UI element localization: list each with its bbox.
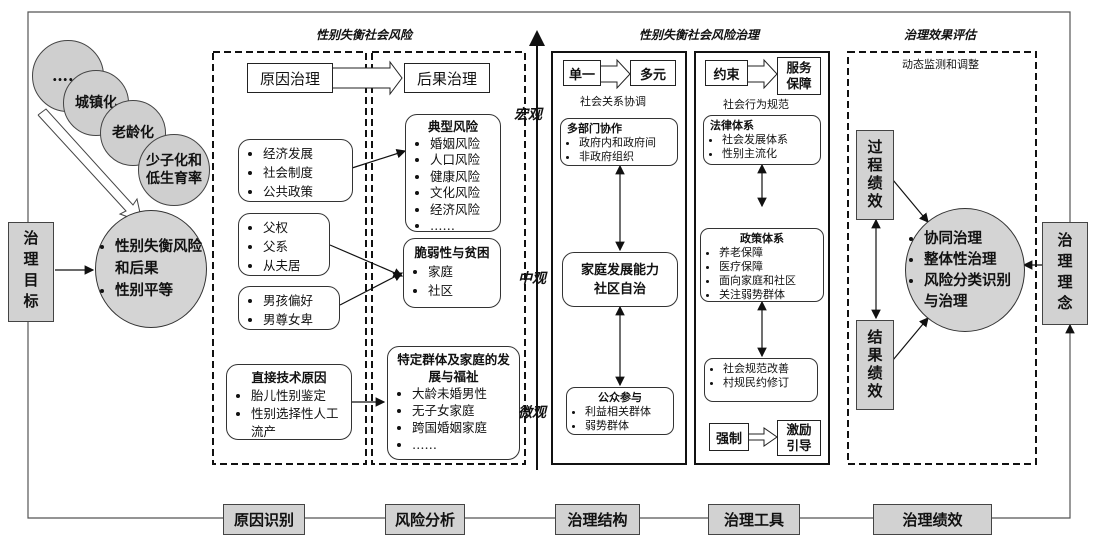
typical-risk-title: 典型风险 — [427, 119, 478, 134]
public-participation-title: 公众参与 — [598, 391, 642, 404]
specific-group-box: 特定群体及家庭的发展与福祉 大龄未婚男性 无子女家庭 跨国婚姻家庭 …… — [387, 346, 520, 460]
public-item: 利益相关群体 — [585, 405, 667, 419]
policy-system-title: 政策体系 — [740, 232, 784, 245]
vulnerability-item: 家庭 — [428, 262, 492, 281]
service-box: 服务保障 — [777, 57, 821, 95]
result-performance-label: 结果绩效 — [865, 329, 884, 401]
group-item: 无子女家庭 — [412, 402, 511, 419]
governance-goal-label: 治理目标 — [21, 230, 40, 314]
risk-item: 人口风险 — [430, 152, 492, 169]
goal-circle: 性别失衡风险和后果 性别平等 — [95, 210, 207, 328]
specific-group-title: 特定群体及家庭的发展与福祉 — [397, 352, 510, 384]
group-item: …… — [412, 436, 511, 453]
multi-box: 多元 — [630, 60, 676, 86]
stage-governance-performance: 治理绩效 — [873, 504, 992, 535]
policy-item: 面向家庭和社区 — [719, 274, 817, 288]
constraint-box: 约束 — [705, 60, 748, 86]
law-system-box: 法律体系 社会发展体系 性别主流化 — [703, 115, 821, 165]
principle-item: 整体性治理 — [924, 249, 1024, 270]
risk-title: 性别失衡社会风险 — [316, 28, 413, 42]
group-item: 跨国婚姻家庭 — [412, 419, 511, 436]
cause-group-preference: 男孩偏好 男尊女卑 — [238, 286, 340, 330]
cause-group-patriarchy: 父权 父系 从夫居 — [238, 213, 330, 276]
governance-concept-label: 治理理念 — [1055, 231, 1074, 316]
risk-item: …… — [430, 218, 492, 235]
risk-item: 经济风险 — [430, 202, 492, 219]
vulnerability-box: 脆弱性与贫困 家庭 社区 — [403, 238, 501, 308]
principle-item: 协同治理 — [924, 228, 1024, 249]
multi-department-title: 多部门协作 — [567, 122, 622, 135]
vulnerability-item: 社区 — [428, 281, 492, 300]
level-macro: 宏观 — [514, 107, 542, 123]
typical-risk-box: 典型风险 婚姻风险 人口风险 健康风险 文化风险 经济风险 …… — [405, 114, 501, 235]
cause-item: 从夫居 — [263, 256, 321, 275]
goal-item-1: 性别失衡风险和后果 — [115, 236, 205, 280]
cause-item: 胎儿性别鉴定 — [251, 387, 343, 405]
force-box: 强制 — [709, 423, 749, 451]
structure-caption: 社会关系协调 — [580, 95, 646, 108]
goal-item-2: 性别平等 — [115, 280, 205, 302]
group-item: 大龄未婚男性 — [412, 385, 511, 402]
evaluation-title: 治理效果评估 — [904, 28, 977, 42]
multi-department-box: 多部门协作 政府内和政府间 非政府组织 — [560, 118, 678, 166]
governance-goal-box: 治理目标 — [8, 222, 54, 322]
family-community-box: 家庭发展能力社区自治 — [562, 252, 678, 307]
law-item: 社会发展体系 — [722, 133, 814, 147]
cause-governance-header: 原因治理 — [247, 63, 333, 93]
cause-item: 经济发展 — [263, 144, 344, 163]
principle-item: 风险分类识别与治理 — [924, 270, 1024, 312]
governance-title: 性别失衡社会风险治理 — [639, 28, 760, 42]
cause-item: 男孩偏好 — [263, 291, 331, 310]
cause-item: 男尊女卑 — [263, 310, 331, 329]
consequence-governance-header: 后果治理 — [404, 63, 490, 93]
cause-item: 公共政策 — [263, 182, 344, 201]
process-performance-label: 过程绩效 — [865, 139, 884, 211]
cause-item: 父权 — [263, 218, 321, 237]
risk-item: 健康风险 — [430, 169, 492, 186]
level-meso: 中观 — [518, 271, 546, 287]
circle-low-birth: 少子化和低生育率 — [138, 134, 210, 206]
stage-governance-tools: 治理工具 — [708, 504, 800, 535]
dept-item: 政府内和政府间 — [579, 136, 671, 150]
evaluation-caption: 动态监测和调整 — [902, 58, 979, 71]
cause-item: 性别选择性人工流产 — [251, 405, 343, 441]
result-performance-box: 结果绩效 — [856, 320, 894, 410]
tools-caption: 社会行为规范 — [723, 98, 789, 111]
norm-item: 社会规范改善 — [723, 362, 811, 376]
governance-principles-circle: 协同治理 整体性治理 风险分类识别与治理 — [905, 208, 1025, 332]
risk-item: 婚姻风险 — [430, 136, 492, 153]
governance-concept-box: 治理理念 — [1042, 222, 1088, 325]
single-box: 单一 — [563, 60, 601, 86]
incentive-box: 激励引导 — [777, 420, 821, 456]
stage-risk-analysis: 风险分析 — [385, 504, 465, 535]
law-item: 性别主流化 — [722, 147, 814, 161]
stage-governance-structure: 治理结构 — [555, 504, 640, 535]
risk-item: 文化风险 — [430, 185, 492, 202]
public-item: 弱势群体 — [585, 419, 667, 433]
law-system-title: 法律体系 — [710, 119, 754, 132]
social-norm-box: 社会规范改善 村规民约修订 — [704, 358, 818, 402]
cause-group-economic: 经济发展 社会制度 公共政策 — [238, 139, 353, 202]
public-participation-box: 公众参与 利益相关群体 弱势群体 — [566, 387, 674, 435]
dept-item: 非政府组织 — [579, 150, 671, 164]
stage-cause-identification: 原因识别 — [223, 504, 305, 535]
policy-system-box: 政策体系 养老保障 医疗保障 面向家庭和社区 关注弱势群体 — [700, 228, 824, 302]
cause-group-technical: 直接技术原因 胎儿性别鉴定 性别选择性人工流产 — [226, 364, 352, 440]
process-performance-box: 过程绩效 — [856, 130, 894, 220]
technical-title: 直接技术原因 — [251, 370, 327, 385]
policy-item: 养老保障 — [719, 246, 817, 260]
cause-item: 社会制度 — [263, 163, 344, 182]
norm-item: 村规民约修订 — [723, 376, 811, 390]
policy-item: 关注弱势群体 — [719, 288, 817, 302]
vulnerability-title: 脆弱性与贫困 — [414, 245, 490, 260]
level-micro: 微观 — [518, 405, 546, 421]
policy-item: 医疗保障 — [719, 260, 817, 274]
cause-item: 父系 — [263, 237, 321, 256]
